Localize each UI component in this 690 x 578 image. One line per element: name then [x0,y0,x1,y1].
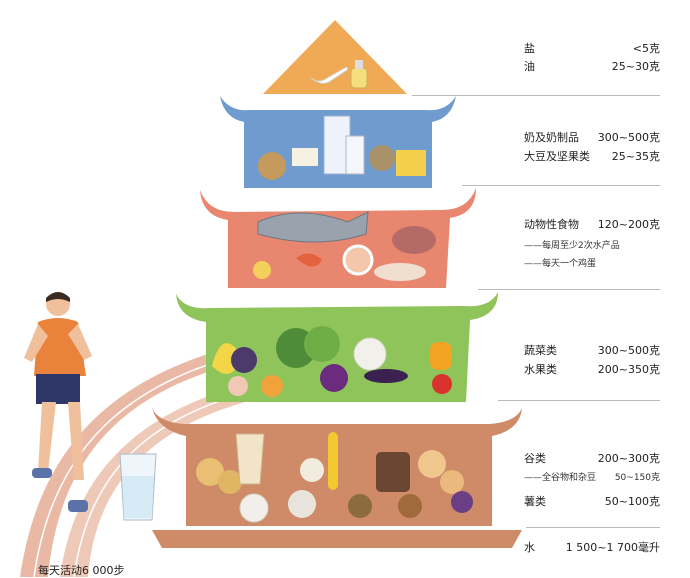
label-grains: 谷类 [524,452,546,465]
separator-5 [526,527,660,528]
note-egg: ——每天一个鸡蛋 [524,259,597,269]
amount-soy-nuts: 25~35克 [611,150,660,163]
amount-fruits: 200~350克 [597,363,660,376]
label-dairy: 奶及奶制品 [524,131,579,144]
amount-whole-grains: 50~150克 [614,473,660,483]
tier-dairy-soy [220,96,456,188]
activity-label: 每天活动6 000步 [38,564,125,577]
label-vegetables: 蔬菜类 [524,344,557,357]
separator-4 [498,400,660,401]
label-whole-grains: ——全谷物和杂豆 [524,473,597,483]
amount-salt: <5克 [632,42,660,55]
label-tubers: 薯类 [524,495,546,508]
label-fruits: 水果类 [524,363,557,376]
tier-salt-oil [263,20,407,94]
amount-animal: 120~200克 [597,218,660,231]
tier-grains [152,408,522,526]
label-oil: 油 [524,60,535,73]
note-aquatic: ——每周至少2次水产品 [524,241,620,251]
water-glass-icon [119,453,157,521]
label-salt: 盐 [524,42,535,55]
label-water: 水 [524,541,535,554]
tier-water-base [152,530,522,548]
tier-veg-fruit [176,292,498,402]
amount-water: 1 500~1 700毫升 [565,541,660,554]
amount-vegetables: 300~500克 [597,344,660,357]
amount-dairy: 300~500克 [597,131,660,144]
label-soy-nuts: 大豆及坚果类 [524,150,590,163]
separator-2 [462,185,660,186]
amount-grains: 200~300克 [597,452,660,465]
amount-tubers: 50~100克 [604,495,660,508]
separator-1 [412,95,660,96]
amount-oil: 25~30克 [611,60,660,73]
tier-animal [200,188,476,288]
runner-figure [24,292,92,512]
label-animal: 动物性食物 [524,218,579,231]
separator-3 [478,289,660,290]
